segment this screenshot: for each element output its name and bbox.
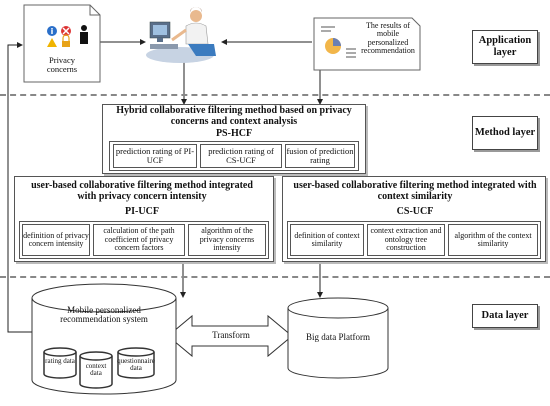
pie-chart-icon <box>325 38 341 54</box>
results-document-icon <box>313 17 421 71</box>
pshcf-acronym: PS-HCF <box>215 128 253 139</box>
csucf-title: user-based collaborative filtering metho… <box>293 180 537 202</box>
csucf-block: user-based collaborative filtering metho… <box>282 176 546 262</box>
piucf-block: user-based collaborative filtering metho… <box>14 176 274 262</box>
lock-icon <box>62 34 70 47</box>
privacy-concerns-label: Privacy concerns <box>46 55 78 74</box>
pshcf-item-cs-ucf-rating: prediction rating of CS-UCF <box>200 144 282 168</box>
piucf-item-algorithm: algorithm of the privacy concerns intens… <box>188 224 266 256</box>
csucf-acronym: CS-UCF <box>396 206 434 217</box>
mobile-system-label: Mobile personalized recommendation syste… <box>60 305 148 325</box>
info-icon: i <box>47 26 57 36</box>
user-at-computer-icon <box>146 7 216 63</box>
divider-application-method <box>0 94 550 96</box>
csucf-item-definition: definition of context similarity <box>290 224 364 256</box>
person-silhouette-icon <box>80 25 88 44</box>
block-icon <box>61 26 71 36</box>
divider-method-data <box>0 276 550 278</box>
piucf-item-definition: definition of privacy concern intensity <box>22 224 90 256</box>
rating-data-cylinder <box>43 347 77 379</box>
application-layer-label: Application layer <box>472 30 538 64</box>
big-data-label: Big data Platform <box>306 332 370 342</box>
method-layer-label: Method layer <box>472 116 538 150</box>
transform-label: Transform <box>212 330 250 340</box>
svg-text:i: i <box>51 27 54 36</box>
pshcf-item-fusion: fusion of prediction rating <box>285 144 355 168</box>
context-data-label: context data <box>85 362 107 378</box>
big-data-cylinder <box>287 297 389 379</box>
data-layer-label: Data layer <box>472 304 538 328</box>
piucf-title: user-based collaborative filtering metho… <box>31 180 253 202</box>
results-label: The results of mobile personalized recom… <box>361 21 415 56</box>
context-data-cylinder <box>79 351 113 389</box>
questionnaire-data-label: questionnaire data <box>117 357 155 373</box>
piucf-item-path-coefficient: calculation of the path coefficient of p… <box>93 224 185 256</box>
warning-icon <box>47 38 57 47</box>
list-lines-icon <box>321 26 356 58</box>
csucf-item-ontology: context extraction and ontology tree con… <box>367 224 445 256</box>
questionnaire-data-cylinder <box>117 347 155 379</box>
piucf-acronym: PI-UCF <box>125 206 159 217</box>
pshcf-title: Hybrid collaborative filtering method ba… <box>116 105 352 127</box>
csucf-item-algorithm: algorithm of the context similarity <box>448 224 538 256</box>
arrow-system-to-privacy <box>7 42 40 333</box>
rating-data-label: rating data <box>45 357 75 365</box>
pshcf-block: Hybrid collaborative filtering method ba… <box>102 104 366 174</box>
pshcf-item-pi-ucf-rating: prediction rating of PI-UCF <box>113 144 197 168</box>
